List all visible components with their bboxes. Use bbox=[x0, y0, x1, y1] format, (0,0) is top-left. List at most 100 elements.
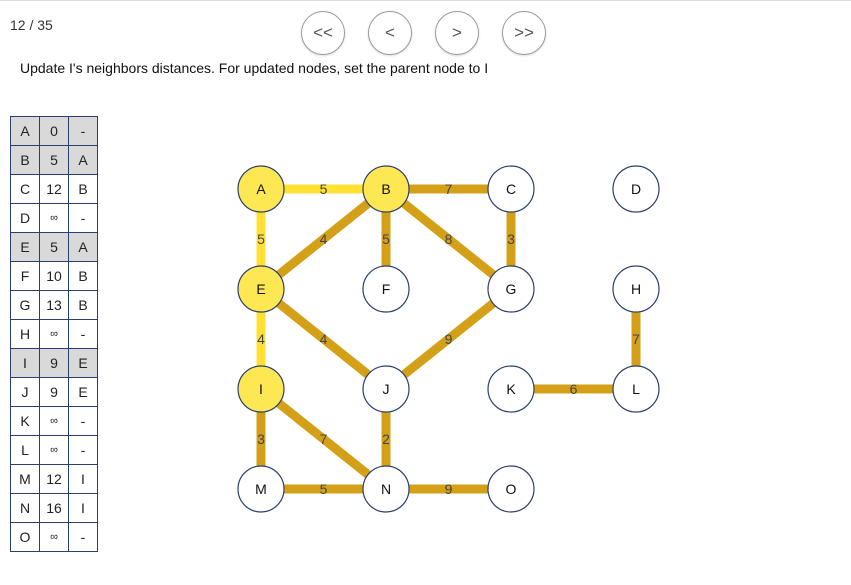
node-circle bbox=[487, 365, 535, 413]
table-cell-parent: E bbox=[68, 377, 98, 407]
node-label: K bbox=[506, 381, 516, 397]
node-label: M bbox=[255, 481, 267, 497]
table-cell-node: F bbox=[10, 261, 40, 291]
edge-B-G bbox=[383, 185, 514, 293]
table-cell-parent: - bbox=[68, 522, 98, 552]
table-row: O∞- bbox=[10, 522, 98, 552]
node-circle bbox=[362, 365, 410, 413]
edge-weight-label: 7 bbox=[320, 431, 328, 447]
table-cell-node: N bbox=[10, 493, 40, 523]
table-row: D∞- bbox=[10, 203, 98, 233]
previous-step-button[interactable]: < bbox=[368, 11, 412, 55]
graph-node-m: M bbox=[237, 465, 285, 513]
node-label: O bbox=[506, 481, 517, 497]
edge-weight-label: 4 bbox=[320, 231, 328, 247]
table-row: H∞- bbox=[10, 319, 98, 349]
edge-weight-label: 5 bbox=[320, 481, 328, 497]
edge-B-E bbox=[258, 185, 389, 293]
table-cell-dist: 10 bbox=[39, 261, 69, 291]
edge-weight-label: 7 bbox=[632, 331, 640, 347]
edge-weight-label: 5 bbox=[382, 231, 390, 247]
edge-I-N bbox=[258, 385, 389, 493]
graph-node-c: C bbox=[487, 165, 535, 213]
edge-weight-label: 3 bbox=[507, 231, 515, 247]
next-step-button[interactable]: > bbox=[435, 11, 479, 55]
graph-node-g: G bbox=[487, 265, 535, 313]
table-cell-node: I bbox=[10, 348, 40, 378]
table-row: K∞- bbox=[10, 406, 98, 436]
table-cell-dist: 12 bbox=[39, 464, 69, 494]
table-cell-parent: - bbox=[68, 406, 98, 436]
node-circle bbox=[237, 265, 285, 313]
node-circle bbox=[487, 165, 535, 213]
node-circle bbox=[612, 365, 660, 413]
table-cell-dist: 5 bbox=[39, 232, 69, 262]
table-cell-parent: - bbox=[68, 435, 98, 465]
table-cell-dist: 12 bbox=[39, 174, 69, 204]
node-label: B bbox=[381, 181, 390, 197]
edge-weight-label: 4 bbox=[320, 331, 328, 347]
edge-weight-label: 9 bbox=[445, 331, 453, 347]
table-cell-node: B bbox=[10, 145, 40, 175]
node-circle bbox=[237, 465, 285, 513]
node-label: A bbox=[256, 181, 266, 197]
node-circle bbox=[487, 465, 535, 513]
node-circle bbox=[612, 165, 660, 213]
table-cell-dist: ∞ bbox=[39, 522, 69, 552]
node-circle bbox=[237, 365, 285, 413]
instruction-text: Update I's neighbors distances. For upda… bbox=[20, 60, 489, 76]
graph-node-l: L bbox=[612, 365, 660, 413]
first-step-button[interactable]: << bbox=[301, 11, 345, 55]
table-cell-dist: 13 bbox=[39, 290, 69, 320]
edge-weight-label: 9 bbox=[445, 481, 453, 497]
node-label: H bbox=[631, 281, 641, 297]
graph-node-f: F bbox=[362, 265, 410, 313]
table-cell-dist: 5 bbox=[39, 145, 69, 175]
edge-G-J bbox=[383, 285, 514, 393]
graph-node-n: N bbox=[362, 465, 410, 513]
graph-node-a: A bbox=[237, 165, 285, 213]
edge-weight-label: 5 bbox=[257, 231, 265, 247]
table-cell-parent: B bbox=[68, 290, 98, 320]
node-label: N bbox=[381, 481, 391, 497]
graph-node-h: H bbox=[612, 265, 660, 313]
edge-weight-label: 4 bbox=[257, 331, 265, 347]
node-label: G bbox=[506, 281, 517, 297]
graph-node-i: I bbox=[237, 365, 285, 413]
table-cell-dist: 9 bbox=[39, 348, 69, 378]
table-cell-node: O bbox=[10, 522, 40, 552]
last-step-button[interactable]: >> bbox=[502, 11, 546, 55]
edge-weight-label: 5 bbox=[320, 181, 328, 197]
table-cell-parent: A bbox=[68, 145, 98, 175]
node-circle bbox=[612, 265, 660, 313]
node-label: C bbox=[506, 181, 516, 197]
graph-node-k: K bbox=[487, 365, 535, 413]
table-cell-dist: 0 bbox=[39, 116, 69, 146]
table-cell-node: E bbox=[10, 232, 40, 262]
graph-node-e: E bbox=[237, 265, 285, 313]
edge-weight-label: 2 bbox=[382, 431, 390, 447]
step-counter: 12 / 35 bbox=[10, 17, 53, 33]
edge-weight-label: 6 bbox=[570, 381, 578, 397]
node-circle bbox=[362, 265, 410, 313]
node-circle bbox=[487, 265, 535, 313]
graph-node-b: B bbox=[362, 165, 410, 213]
edge-weight-label: 7 bbox=[445, 181, 453, 197]
node-label: I bbox=[259, 381, 263, 397]
node-label: F bbox=[382, 281, 391, 297]
graph-node-o: O bbox=[487, 465, 535, 513]
node-circle bbox=[362, 165, 410, 213]
edge-E-J bbox=[258, 285, 389, 393]
table-cell-parent: E bbox=[68, 348, 98, 378]
node-circle bbox=[362, 465, 410, 513]
table-cell-node: C bbox=[10, 174, 40, 204]
table-cell-parent: - bbox=[68, 116, 98, 146]
